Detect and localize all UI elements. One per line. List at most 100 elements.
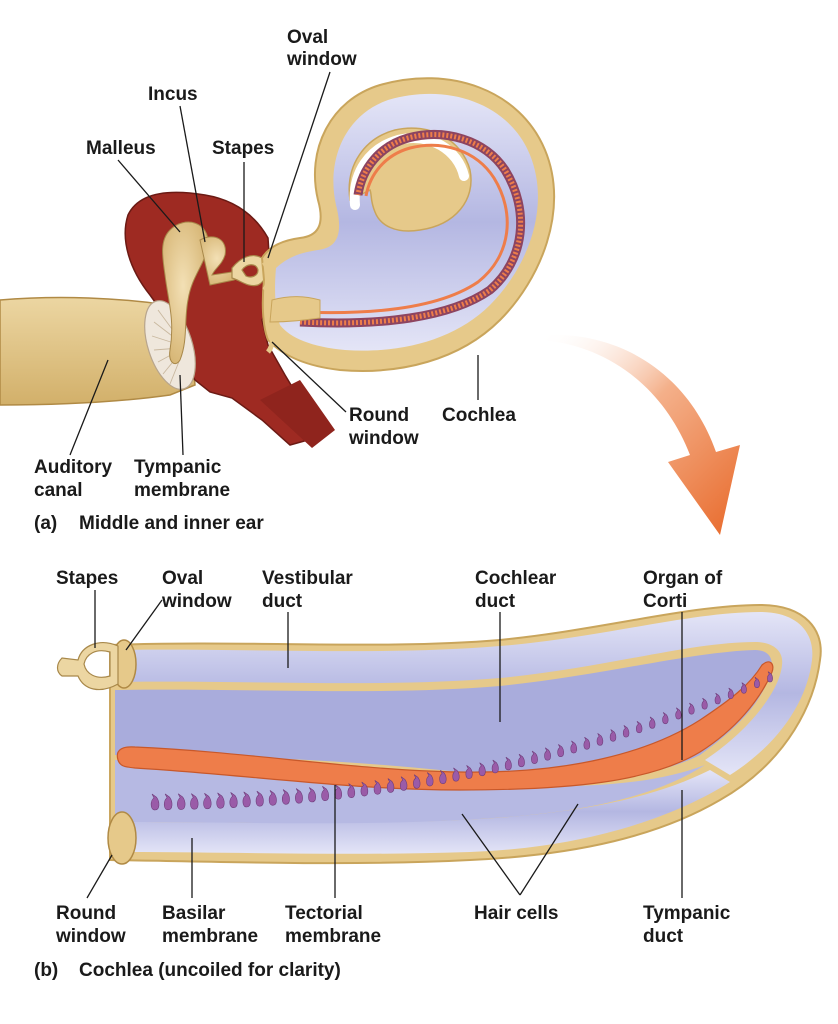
label-line: duct xyxy=(475,591,516,612)
label-line: Round xyxy=(56,903,116,924)
label-round-window-b: Round window xyxy=(55,903,126,947)
caption-text-a: Middle and inner ear xyxy=(79,513,264,534)
hair-cell xyxy=(727,687,734,700)
label-tympanic-duct: Tympanic duct xyxy=(643,903,731,947)
hair-cell xyxy=(281,789,290,805)
hair-cell xyxy=(452,767,460,782)
label-line: Corti xyxy=(643,591,687,612)
hair-cell xyxy=(570,740,578,754)
hair-cell xyxy=(216,792,225,809)
label-incus: Incus xyxy=(148,84,198,105)
hair-cell xyxy=(360,781,369,797)
caption-a: (a) Middle and inner ear xyxy=(34,513,264,534)
label-vestibular-duct: Vestibular duct xyxy=(262,568,353,612)
hair-cell xyxy=(596,733,604,746)
label-line: window xyxy=(161,591,232,612)
hair-cell xyxy=(675,707,682,720)
label-oval-window-a: Oval window xyxy=(286,27,357,70)
hair-cell xyxy=(491,759,499,774)
hair-cell xyxy=(714,692,721,705)
tympanic-duct-shape xyxy=(115,770,730,854)
hair-cell xyxy=(242,791,251,808)
hair-cell xyxy=(203,793,212,810)
hair-cell xyxy=(308,787,316,803)
hair-cell xyxy=(255,790,264,807)
hair-cell xyxy=(347,783,356,799)
hair-cell xyxy=(163,793,173,811)
hair-cell xyxy=(177,793,186,810)
label-line: Basilar xyxy=(162,903,226,924)
hair-cell xyxy=(413,774,421,789)
cochlear-duct-shape xyxy=(115,650,772,780)
label-line: Tympanic xyxy=(134,457,222,478)
stapes-bone-b xyxy=(56,642,119,691)
hair-cell xyxy=(295,788,303,804)
hair-cell xyxy=(622,725,630,738)
eustachian-tube xyxy=(260,380,335,448)
hair-cell xyxy=(609,729,617,742)
label-hair-cells: Hair cells xyxy=(474,903,559,924)
hair-cell xyxy=(531,750,538,764)
label-round-window-a: Round window xyxy=(348,405,419,449)
label-line: membrane xyxy=(134,480,230,501)
hair-cell xyxy=(426,772,434,787)
hair-cell xyxy=(649,716,656,729)
hair-cell xyxy=(740,682,747,694)
label-line: Auditory xyxy=(34,457,113,478)
hair-cell xyxy=(583,736,591,750)
label-line: Oval xyxy=(162,568,203,589)
leader-lines xyxy=(69,71,683,899)
label-line: window xyxy=(286,49,357,70)
hair-cell xyxy=(504,756,512,771)
hair-cell xyxy=(150,793,160,811)
label-organ-of-corti: Organ of Corti xyxy=(643,568,723,612)
label-oval-window-b: Oval window xyxy=(161,568,232,612)
label-line: window xyxy=(55,926,126,947)
hair-cell xyxy=(386,778,395,793)
oval-window-membrane xyxy=(261,260,271,292)
hair-cell xyxy=(636,720,643,734)
label-stapes-a: Stapes xyxy=(212,138,274,159)
hair-cells-row xyxy=(150,671,773,811)
hair-cell xyxy=(321,785,329,801)
hair-cell xyxy=(478,762,486,777)
part-a-middle-inner-ear xyxy=(0,77,556,448)
label-line: duct xyxy=(262,591,303,612)
hair-cell xyxy=(439,770,447,784)
label-tympanic-membrane: Tympanic membrane xyxy=(134,457,230,501)
round-window-cap xyxy=(107,811,137,865)
label-line: window xyxy=(348,428,419,449)
hair-cell xyxy=(399,776,408,791)
label-line: Vestibular xyxy=(262,568,353,589)
hair-cell xyxy=(767,671,773,683)
hair-cell xyxy=(268,790,277,806)
part-b-uncoiled-cochlea xyxy=(56,603,822,865)
hair-cell xyxy=(544,747,551,761)
hair-cell xyxy=(518,753,525,768)
label-basilar-membrane: Basilar membrane xyxy=(162,903,258,947)
vestibular-duct-shape xyxy=(115,612,813,775)
caption-b: (b) Cochlea (uncoiled for clarity) xyxy=(34,960,341,981)
label-stapes-b: Stapes xyxy=(56,568,118,589)
label-line: membrane xyxy=(285,926,381,947)
caption-letter-b: (b) xyxy=(34,960,58,981)
label-line: Cochlear xyxy=(475,568,557,589)
label-line: Tectorial xyxy=(285,903,363,924)
tectorial-membrane-shape xyxy=(116,661,774,791)
label-line: Oval xyxy=(287,27,328,48)
label-line: Tympanic xyxy=(643,903,731,924)
transition-arrow xyxy=(540,334,740,535)
label-line: canal xyxy=(34,480,83,501)
caption-letter-a: (a) xyxy=(34,513,57,534)
hair-cell xyxy=(557,744,564,757)
hair-cell xyxy=(662,712,669,725)
hair-cell xyxy=(701,697,708,710)
hair-cell xyxy=(229,792,238,808)
label-line: Organ of xyxy=(643,568,723,589)
label-line: duct xyxy=(643,926,684,947)
caption-text-b: Cochlea (uncoiled for clarity) xyxy=(79,960,341,981)
label-cochlear-duct: Cochlear duct xyxy=(475,568,557,612)
hair-cell xyxy=(754,676,760,689)
label-malleus: Malleus xyxy=(86,138,156,159)
